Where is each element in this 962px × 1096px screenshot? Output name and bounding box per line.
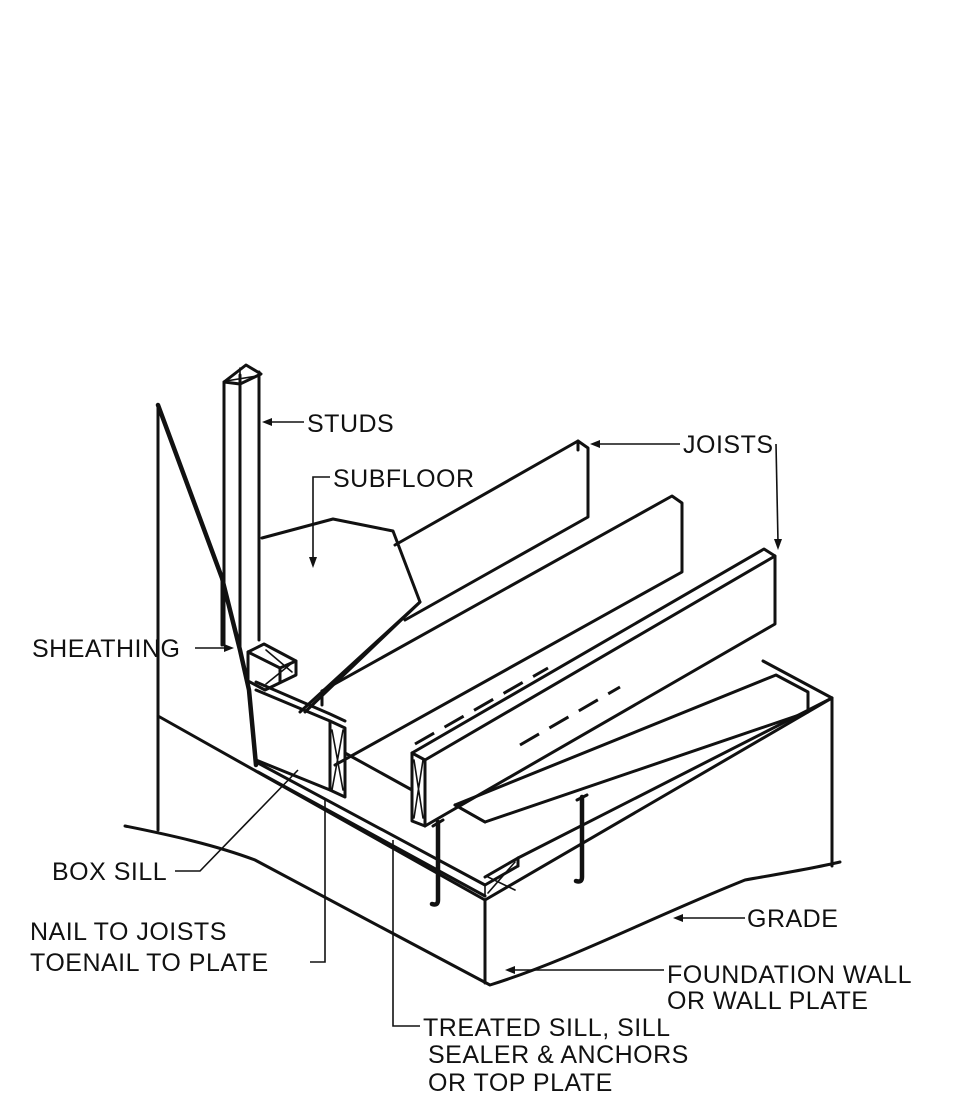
label-studs: STUDS <box>307 410 394 438</box>
joist-1 <box>393 439 590 622</box>
label-box-sill: BOX SILL <box>52 858 167 886</box>
label-joists: JOISTS <box>683 431 774 459</box>
foundation-back-edge <box>516 659 834 860</box>
joist-2 <box>320 494 684 767</box>
sill-plate <box>256 761 520 898</box>
joist-3 <box>410 547 777 828</box>
grade-line <box>123 824 842 987</box>
foundation-wall <box>156 696 834 985</box>
studs <box>222 363 263 650</box>
box-sill <box>254 680 414 799</box>
label-toenail-to-plate: TOENAIL TO PLATE <box>30 949 269 977</box>
label-foundation-wall: FOUNDATION WALL <box>667 961 912 989</box>
label-or-wall-plate: OR WALL PLATE <box>667 987 868 1015</box>
label-nail-to-joists: NAIL TO JOISTS <box>30 918 227 946</box>
label-grade: GRADE <box>747 905 838 933</box>
label-sealer-anchors: SEALER & ANCHORS <box>428 1041 689 1069</box>
sheathing <box>155 402 259 768</box>
anchor-bolts <box>429 793 589 907</box>
leaders <box>175 418 782 1027</box>
top-plate-right <box>453 673 810 824</box>
label-treated-sill: TREATED SILL, SILL <box>423 1014 671 1042</box>
label-or-top-plate: OR TOP PLATE <box>428 1069 613 1096</box>
subfloor <box>260 517 422 714</box>
label-sheathing: SHEATHING <box>32 635 181 663</box>
label-subfloor: SUBFLOOR <box>333 465 475 493</box>
